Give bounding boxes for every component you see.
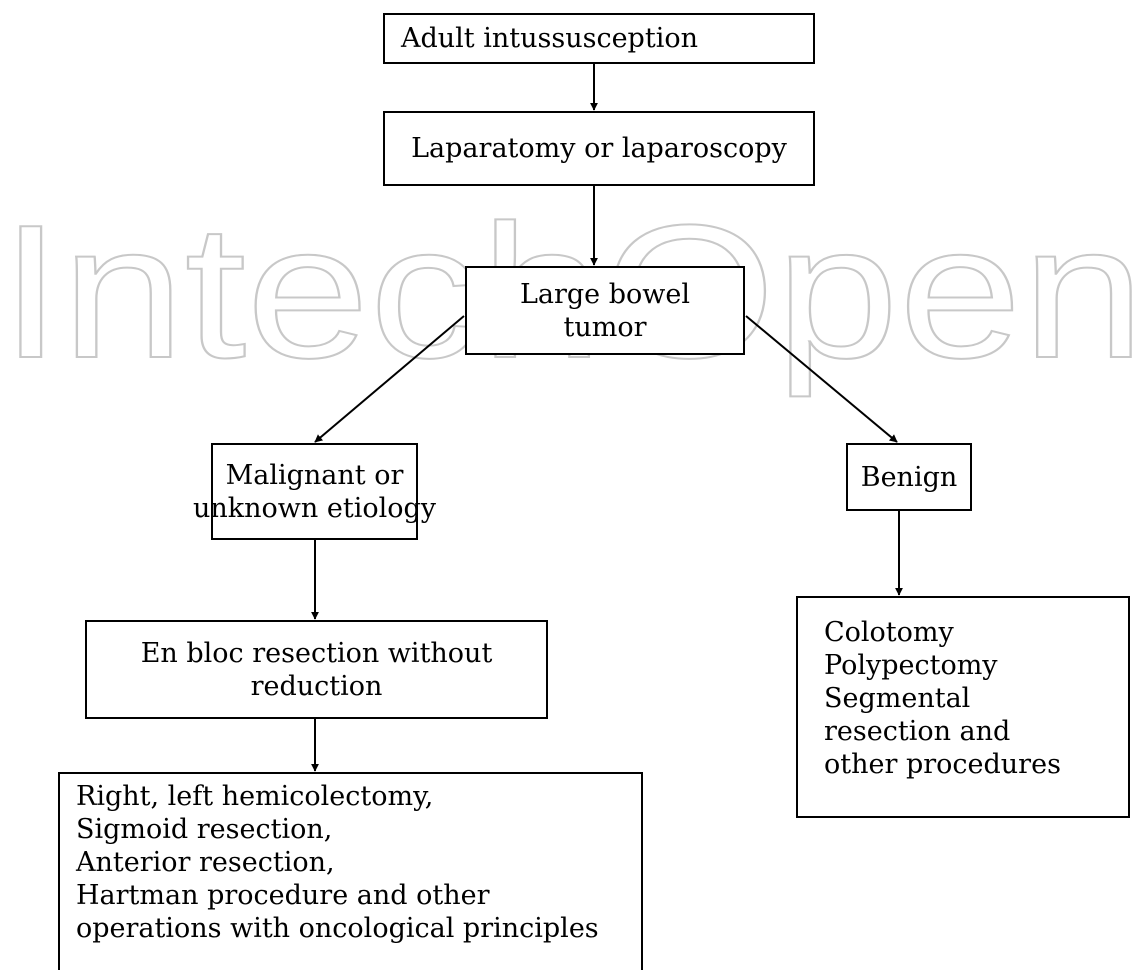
node-text-line: Laparatomy or laparoscopy — [411, 133, 787, 164]
node-laparatomy-or-laparoscopy: Laparatomy or laparoscopy — [383, 111, 815, 186]
node-text-line: Adult intussusception — [401, 23, 698, 54]
node-text-line: En bloc resection without — [140, 637, 493, 669]
node-text-line: Benign — [860, 461, 958, 493]
node-large-bowel-tumor: Large bowel tumor — [465, 266, 745, 355]
node-text-line: Anterior resection, — [76, 847, 335, 878]
arrow-large-to-benign — [745, 315, 898, 443]
node-benign: Benign — [846, 443, 972, 511]
node-malignant-or-unknown-etiology: Malignant or unknown etiology — [193, 443, 436, 540]
node-text-line: tumor — [563, 311, 647, 343]
node-text-line: resection and — [824, 716, 1011, 747]
node-text-line: Polypectomy — [824, 650, 998, 681]
node-text-line: Malignant or — [225, 459, 404, 491]
node-text-line: reduction — [250, 670, 383, 702]
arrow-large-to-malig — [314, 315, 465, 443]
node-text-line: Hartman procedure and other — [76, 880, 490, 911]
node-text-line: unknown etiology — [193, 492, 437, 524]
node-malignant-procedures: Right, left hemicolectomy, Sigmoid resec… — [58, 772, 643, 970]
node-text-line: operations with oncological principles — [76, 913, 599, 944]
node-benign-procedures: Colotomy Polypectomy Segmental resection… — [796, 596, 1130, 818]
node-text-line: Large bowel — [519, 278, 691, 310]
node-text-line: Colotomy — [824, 617, 954, 648]
node-adult-intussusception: Adult intussusception — [383, 13, 815, 64]
node-text-line: other procedures — [824, 749, 1061, 780]
node-en-bloc-resection: En bloc resection without reduction — [85, 620, 548, 719]
node-text-line: Right, left hemicolectomy, — [76, 781, 434, 812]
node-text-line: Segmental — [824, 683, 971, 714]
node-text-line: Sigmoid resection, — [76, 814, 333, 845]
